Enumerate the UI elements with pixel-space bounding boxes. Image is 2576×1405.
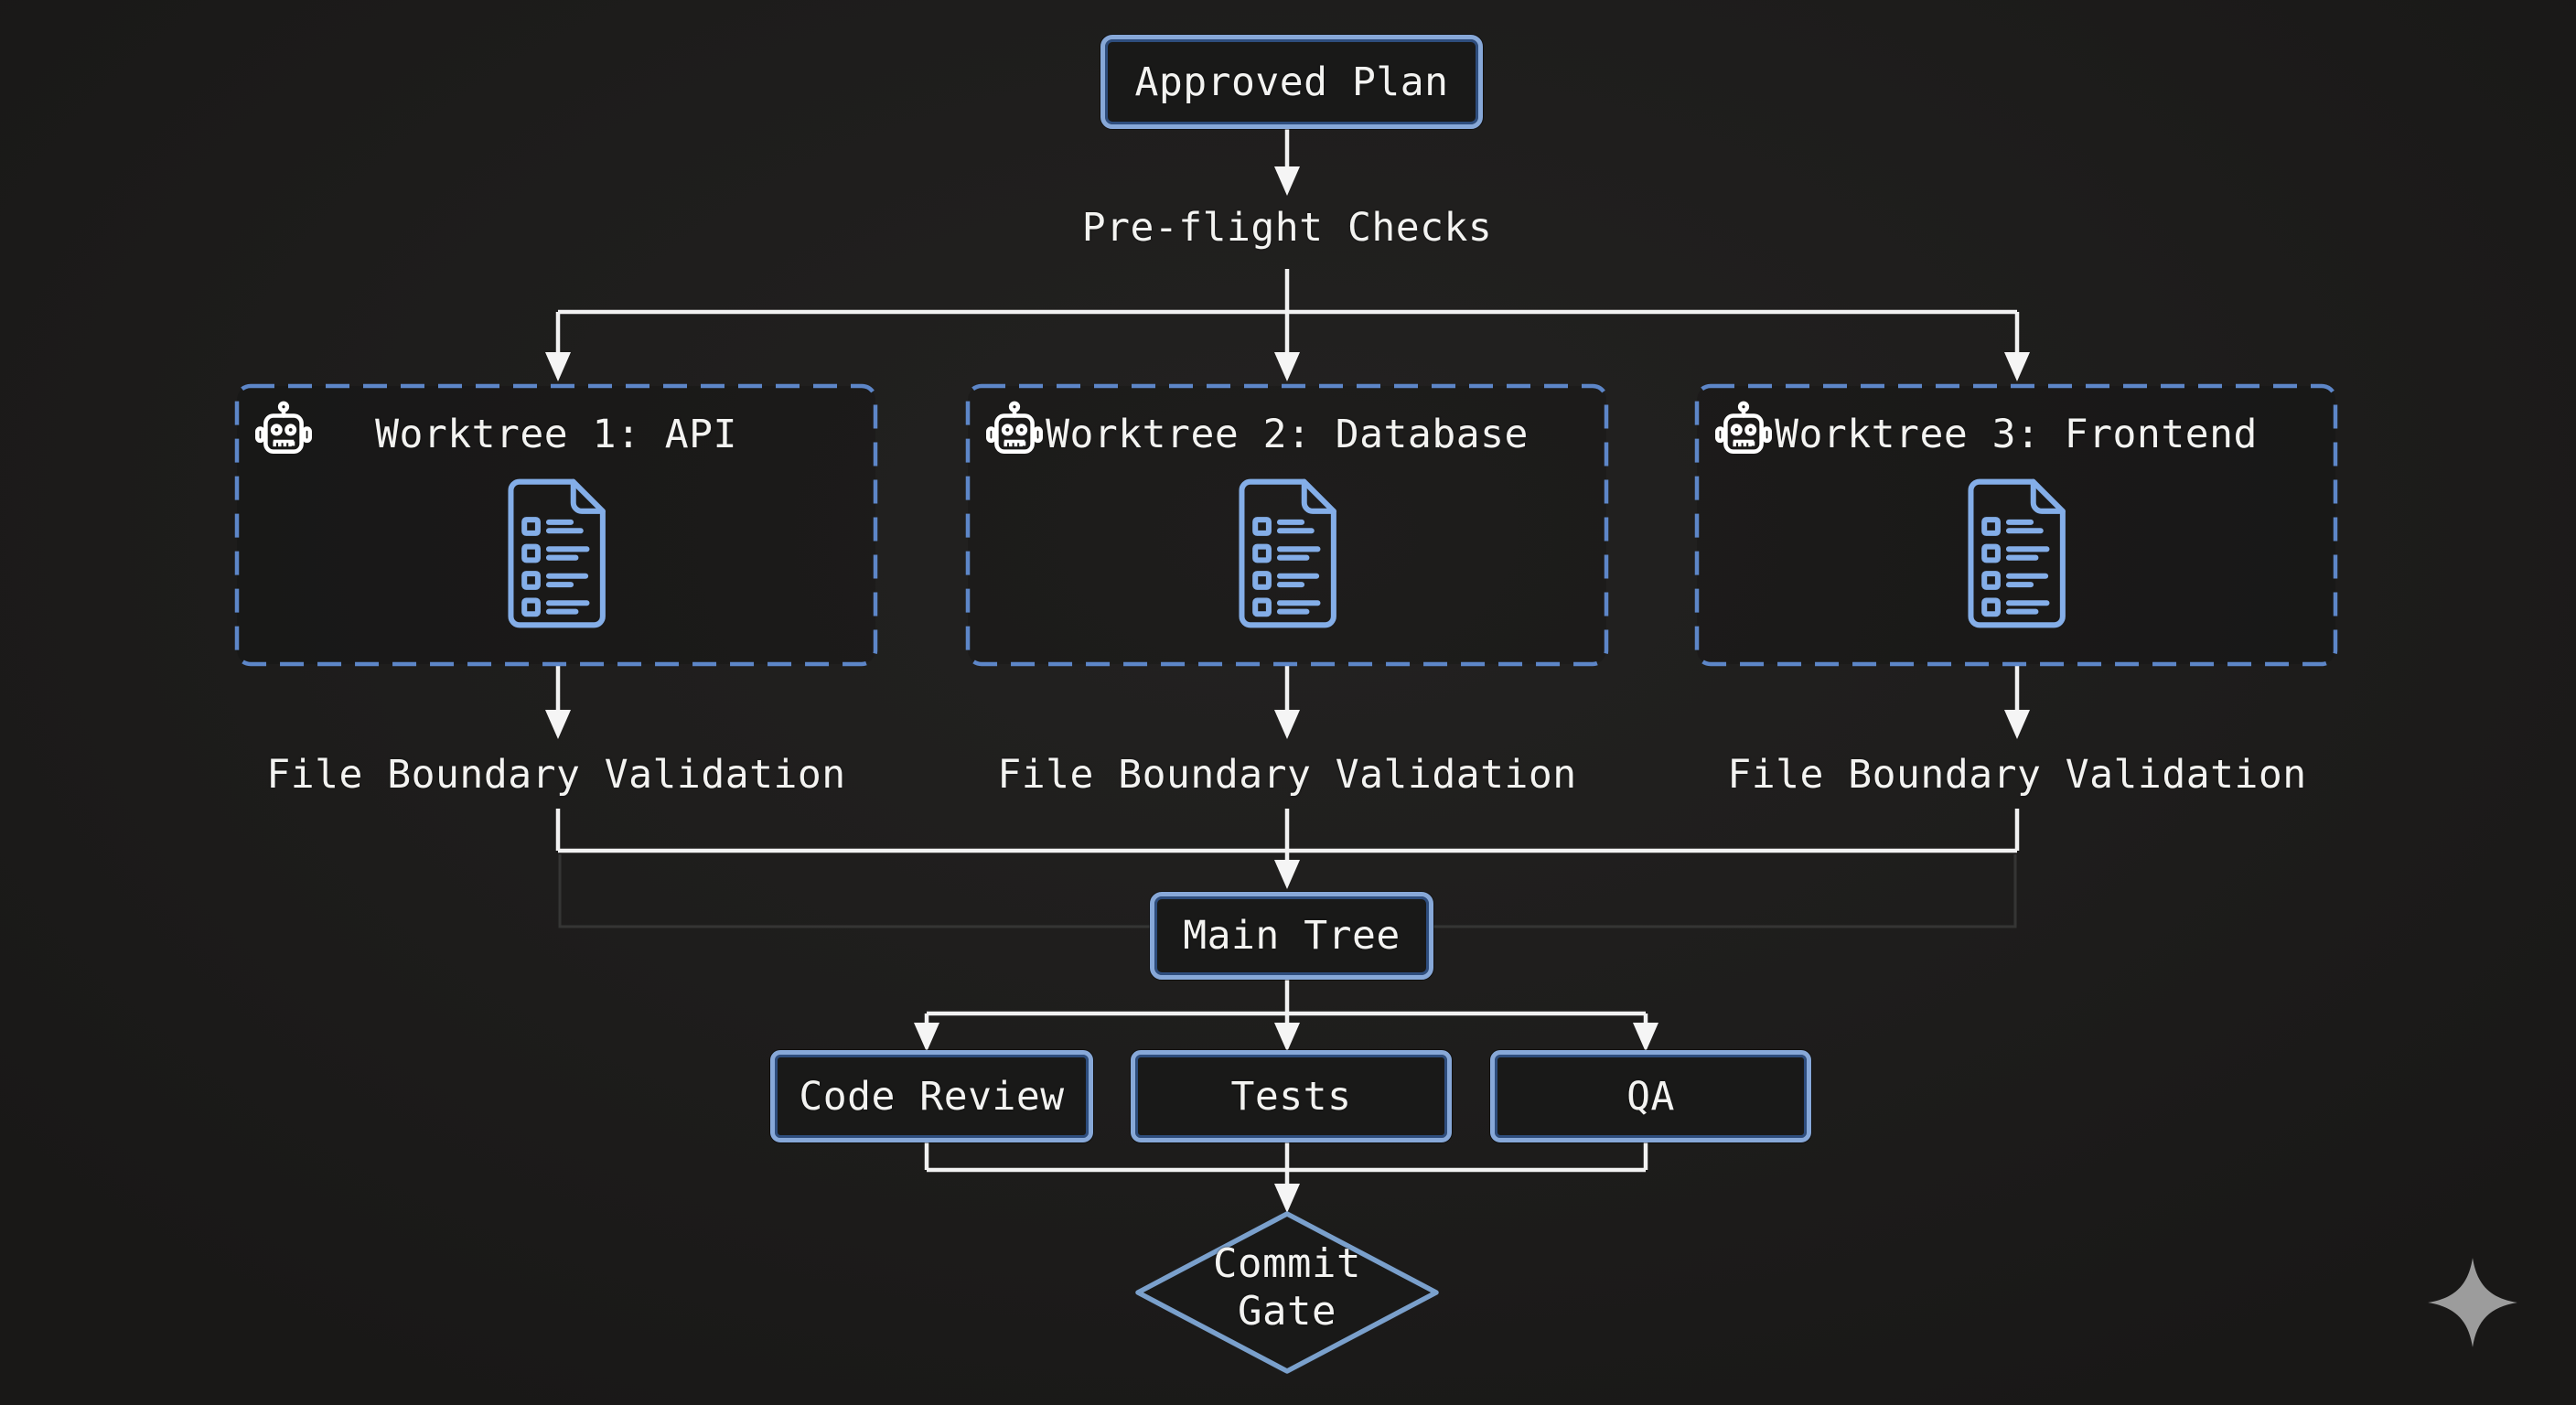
worktree-2-dashed-border bbox=[965, 383, 1609, 667]
label-preflight-checks: Pre-flight Checks bbox=[1081, 205, 1493, 251]
checklist-document-icon bbox=[1968, 478, 2066, 628]
node-qa: QA bbox=[1490, 1050, 1811, 1142]
code-review-label: Code Review bbox=[799, 1073, 1065, 1120]
node-approved-plan: Approved Plan bbox=[1100, 35, 1483, 129]
worktree-3-title: Worktree 3: Frontend bbox=[1775, 412, 2258, 457]
node-tests: Tests bbox=[1131, 1050, 1452, 1142]
main-tree-label: Main Tree bbox=[1183, 913, 1401, 959]
node-worktree-3: Worktree 3: Frontend bbox=[1697, 386, 2335, 664]
worktree-3-dashed-border bbox=[1694, 383, 2338, 667]
approved-plan-label: Approved Plan bbox=[1134, 59, 1449, 105]
qa-label: QA bbox=[1626, 1073, 1675, 1120]
node-code-review: Code Review bbox=[770, 1050, 1093, 1142]
node-commit-gate: Commit Gate bbox=[1141, 1240, 1433, 1335]
checklist-document-icon bbox=[508, 478, 606, 628]
arrowheads bbox=[545, 166, 2030, 1213]
node-worktree-2: Worktree 2: Database bbox=[968, 386, 1606, 664]
commit-gate-diamond bbox=[1135, 1211, 1439, 1374]
commit-gate-label-line2: Gate bbox=[1238, 1288, 1336, 1335]
tests-label: Tests bbox=[1230, 1073, 1352, 1120]
label-file-boundary-validation-3: File Boundary Validation bbox=[1727, 752, 2307, 798]
checklist-document-icon bbox=[1239, 478, 1336, 628]
label-file-boundary-validation-1: File Boundary Validation bbox=[266, 752, 846, 798]
robot-icon bbox=[986, 401, 1043, 454]
worktree-1-dashed-border bbox=[234, 383, 878, 667]
label-file-boundary-validation-2: File Boundary Validation bbox=[997, 752, 1577, 798]
worktree-1-title: Worktree 1: API bbox=[375, 412, 737, 457]
node-worktree-1: Worktree 1: API bbox=[237, 386, 875, 664]
commit-gate-label-line1: Commit bbox=[1213, 1240, 1361, 1287]
sparkle-icon bbox=[2428, 1258, 2517, 1347]
robot-icon bbox=[1715, 401, 1772, 454]
robot-icon bbox=[255, 401, 312, 454]
node-main-tree: Main Tree bbox=[1150, 892, 1433, 980]
worktree-2-title: Worktree 2: Database bbox=[1046, 412, 1529, 457]
